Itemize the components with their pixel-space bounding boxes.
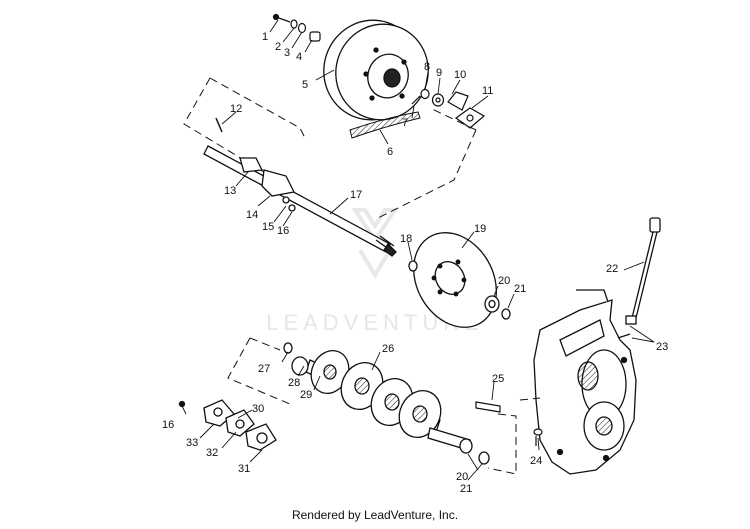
callout-10: 10 [454,69,466,81]
callout-22: 22 [606,263,618,275]
pulley-sheave [323,19,429,121]
callout-7: 7 [402,117,408,129]
callout-32: 32 [206,447,218,459]
drive-sprocket-shaft [283,342,490,465]
callout-31: 31 [238,463,250,475]
callout-6: 6 [387,146,393,158]
callout-21: 21 [514,283,526,295]
drive-chain [349,111,421,139]
callout-33: 33 [186,437,198,449]
callout-9: 9 [436,67,442,79]
callout-5: 5 [302,79,308,91]
hardware-top-left [272,13,321,42]
callout-4: 4 [296,51,302,63]
callout-16: 16 [277,225,289,237]
callout-20b: 20 [456,471,468,483]
footer-credit: Rendered by LeadVenture, Inc. [291,508,459,522]
callout-25: 25 [492,373,504,385]
callout-28: 28 [288,377,300,389]
callout-15: 15 [262,221,274,233]
leader-lines [181,19,655,481]
dipstick [625,217,661,325]
callout-21b: 21 [460,483,472,495]
callout-14: 14 [246,209,258,221]
brake-disc [408,232,511,328]
jackshaft [203,145,397,257]
callout-8: 8 [424,61,430,73]
callout-18: 18 [400,233,412,245]
hardware-top-right [411,88,486,129]
callout-1: 1 [262,31,268,43]
callout-2: 2 [275,41,281,53]
callout-24: 24 [530,455,542,467]
assembly-outline-left [227,337,291,405]
callout-13: 13 [224,185,236,197]
callout-12: 12 [230,103,242,115]
chaincase-housing [533,289,637,475]
callout-23: 23 [656,341,668,353]
assembly-outline-lower [487,397,541,475]
callout-29: 29 [300,389,312,401]
bearing-flanges [178,399,277,451]
callout-26: 26 [382,343,394,355]
callout-27: 27 [258,363,270,375]
callout-11: 11 [482,85,493,97]
pin-12 [215,117,223,133]
callout-20: 20 [498,275,510,287]
callout-19: 19 [474,223,486,235]
callout-17: 17 [350,189,362,201]
bolts-right [475,333,631,446]
assembly-outline-upper [183,77,477,219]
callout-16b: 16 [162,419,174,431]
callout-3: 3 [284,47,290,59]
callout-30: 30 [252,403,264,415]
callouts: 1 2 3 4 5 6 7 8 9 10 11 12 13 14 15 16 1… [162,31,668,495]
